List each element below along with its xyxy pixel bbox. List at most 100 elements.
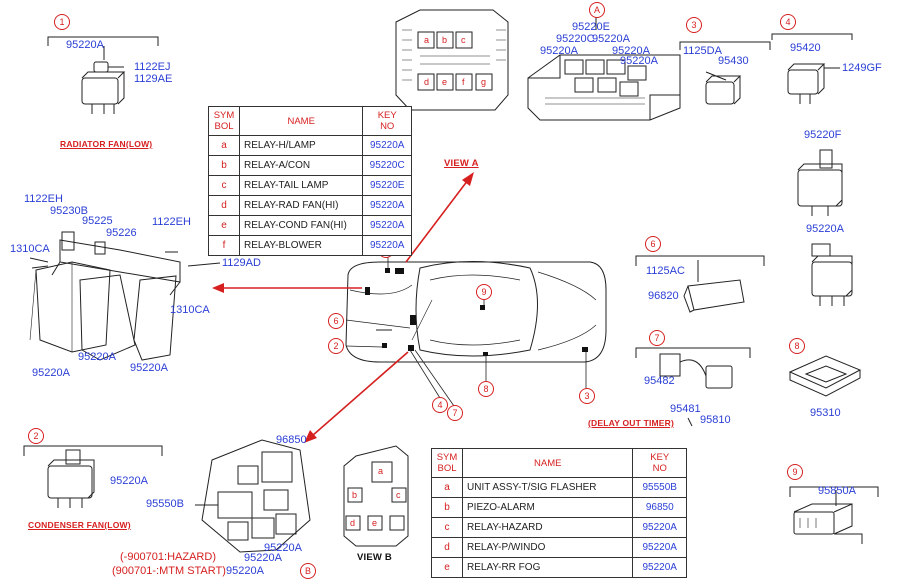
fuse-letter-d: d: [424, 77, 430, 87]
pn-bb-95550b: 95550B: [146, 498, 184, 510]
pn-br-95220a-c: 95220A: [130, 362, 168, 374]
pn-7-95482: 95482: [644, 375, 675, 387]
pn-br-95220a-b: 95220A: [32, 367, 70, 379]
pn-a-a3: 95220A: [612, 45, 650, 57]
row-key: 95220A: [362, 135, 412, 156]
unit-table-name-header: NAME: [461, 448, 634, 478]
fuse-letter-f: f: [462, 77, 465, 87]
relay-block-b-drawing: [195, 439, 311, 553]
relay-condenser-fan-drawing: [47, 449, 95, 508]
pn-6-bolt: 1125AC: [646, 265, 685, 277]
relay-95420-drawing: [787, 63, 840, 104]
pn-br-1129ad: 1129AD: [222, 257, 261, 269]
fuse-letter-g: g: [481, 77, 487, 87]
row-name: RELAY-P/WINDO: [461, 537, 634, 558]
module-95850a-drawing: [793, 490, 863, 544]
pn-1-bolt2: 1129AE: [134, 73, 173, 85]
car-callout-7: 7: [447, 405, 463, 421]
pn-95220a-right: 95220A: [806, 223, 844, 235]
callout-a: A: [589, 2, 605, 18]
row-sym: c: [208, 175, 240, 196]
fuse-box-drawing: [395, 9, 509, 111]
view-b-letter-d: d: [350, 518, 356, 528]
pn-bb-96850: 96850: [276, 434, 307, 446]
callout-3: 3: [686, 17, 702, 33]
row-key: 95220A: [632, 557, 687, 578]
pn-bb-95220a-b: 95220A: [244, 552, 282, 564]
pn-bb-95220a-c: 95220A: [226, 565, 264, 577]
row-sym: a: [208, 135, 240, 156]
pn-a-a4: 95220A: [620, 55, 658, 67]
pn-9-part: 95850A: [818, 485, 856, 497]
row-sym: d: [431, 537, 463, 558]
callout-4: 4: [780, 14, 796, 30]
row-sym: d: [208, 195, 240, 216]
relay-95220f-drawing: [797, 149, 843, 216]
pn-br-95230b: 95230B: [50, 205, 88, 217]
fuse-letter-b: b: [442, 35, 448, 45]
pn-4-part: 95420: [790, 42, 821, 54]
fuse-letter-e: e: [442, 77, 448, 87]
row-key: 95220A: [632, 517, 687, 538]
callout-1: 1: [54, 14, 70, 30]
car-outline-drawing: [345, 261, 607, 363]
relay-table-sym-header: SYM BOL: [208, 106, 240, 136]
car-callout-6: 6: [328, 313, 344, 329]
row-key: 95220A: [362, 235, 412, 256]
row-name: RELAY-A/CON: [238, 155, 364, 176]
car-callout-2: 2: [328, 338, 344, 354]
callout-2: 2: [28, 428, 44, 444]
pn-4-bolt: 1249GF: [842, 62, 882, 74]
view-b-letter-e: e: [372, 518, 378, 528]
row-key: 95220A: [362, 215, 412, 236]
caption-delay-out-timer: (DELAY OUT TIMER): [588, 418, 675, 428]
car-callout-9: 9: [476, 284, 492, 300]
view-b-letter-a: a: [378, 466, 384, 476]
red-arrows: [212, 172, 474, 443]
row-key: 95220E: [362, 175, 412, 196]
row-sym: b: [431, 497, 463, 518]
pn-a-c: 95220C: [556, 33, 595, 45]
row-sym: c: [431, 517, 463, 538]
row-sym: a: [431, 477, 463, 498]
row-name: RELAY-RR FOG: [461, 557, 634, 578]
relay-table-name-header: NAME: [238, 106, 364, 136]
row-name: UNIT ASSY-T/SIG FLASHER: [461, 477, 634, 498]
row-key: 95220C: [362, 155, 412, 176]
hazard-note-2: (900701-:MTM START): [112, 565, 226, 577]
pn-br-1310ca-a: 1310CA: [10, 243, 50, 255]
row-sym: e: [431, 557, 463, 578]
row-key: 96850: [632, 497, 687, 518]
row-sym: b: [208, 155, 240, 176]
pn-6-part: 96820: [648, 290, 679, 302]
car-callout-3: 3: [579, 388, 595, 404]
pn-br-95220a-a: 95220A: [78, 351, 116, 363]
row-key: 95220A: [362, 195, 412, 216]
callout-7: 7: [649, 330, 665, 346]
fuse-letter-a: a: [424, 35, 430, 45]
pn-2-part: 95220A: [110, 475, 148, 487]
row-name: RELAY-H/LAMP: [238, 135, 364, 156]
row-key: 95220A: [632, 537, 687, 558]
relay-radiator-fan-drawing: [81, 61, 126, 114]
car-callout-4: 4: [432, 397, 448, 413]
unit-table-key-header: KEY NO: [632, 448, 687, 478]
relay-95430-drawing: [705, 71, 742, 105]
view-b-letter-b: b: [352, 490, 358, 500]
callout-8: 8: [789, 338, 805, 354]
pn-3-bolt: 1125DA: [683, 45, 722, 57]
unit-table-sym-header: SYM BOL: [431, 448, 463, 478]
